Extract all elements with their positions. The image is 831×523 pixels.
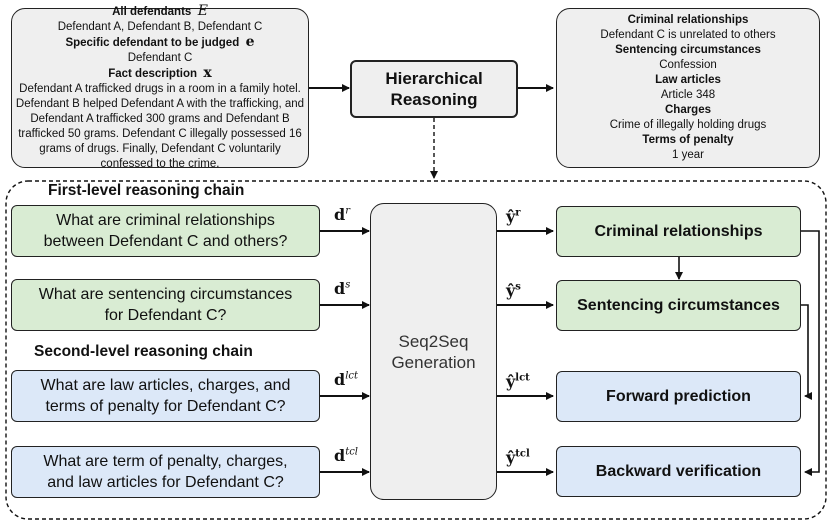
question-box-forward: What are law articles, charges, and term… [11, 370, 320, 422]
y-label-lct: ŷlct [506, 372, 530, 391]
fact-label: Fact description [108, 68, 198, 80]
fact-line: trafficked 50 grams. Defendant C illegal… [18, 128, 302, 140]
hierarchical-reasoning-box: Hierarchical Reasoning [350, 60, 518, 118]
result-backward-verification: Backward verification [556, 446, 801, 497]
question-line: terms of penalty for Defendant C? [45, 398, 286, 415]
input-box: All defendants E Defendant A, Defendant … [11, 4, 309, 170]
out-term-value: 1 year [672, 149, 704, 161]
y-label-s: ŷs [506, 281, 521, 300]
question-box-sentencing: What are sentencing circumstances for De… [11, 279, 320, 331]
y-label-r: ŷr [506, 207, 521, 226]
out-term-label: Terms of penalty [642, 134, 734, 146]
question-line: for Defendant C? [104, 307, 227, 324]
out-rel-label: Criminal relationships [627, 14, 749, 26]
specific-defendant-symbol: e [245, 34, 255, 50]
question-line: between Defendant C and others? [43, 233, 288, 250]
all-defendants-heading: All defendants E [112, 4, 208, 20]
arrow-sent-to-forward [801, 304, 812, 400]
out-law-label: Law articles [655, 74, 721, 86]
question-line: and law articles for Defendant C? [47, 474, 284, 491]
question-box-relationships: What are criminal relationships between … [11, 205, 320, 257]
d-label-s: ds [334, 279, 351, 298]
out-sent-label: Sentencing circumstances [615, 44, 761, 56]
question-line: What are sentencing circumstances [38, 286, 293, 303]
seq2seq-line2: Generation [391, 352, 476, 372]
d-label-tcl: dtcl [334, 446, 359, 465]
seq2seq-generation-box: Seq2Seq Generation [370, 203, 497, 500]
seq2seq-line1: Seq2Seq [398, 331, 469, 351]
result-sentencing-circumstances: Sentencing circumstances [556, 280, 801, 331]
result-criminal-relationships: Criminal relationships [556, 206, 801, 257]
result-label: Criminal relationships [594, 222, 763, 240]
hierarchical-line2: Reasoning [390, 90, 478, 109]
fact-symbol: x [203, 65, 212, 81]
specific-defendant-heading: Specific defendant to be judged e [65, 35, 254, 51]
out-charges-label: Charges [664, 104, 712, 116]
fact-line: grams of drugs. Finally, Defendant C vol… [39, 143, 281, 155]
fact-line: confessed to the crime. [100, 158, 220, 170]
out-rel-value: Defendant C is unrelated to others [600, 29, 776, 41]
all-defendants-label: All defendants [112, 6, 192, 18]
question-line: What are term of penalty, charges, [43, 453, 288, 470]
out-sent-value: Confession [659, 59, 717, 71]
fact-line: Defendant A trafficked drugs in a room i… [19, 83, 301, 95]
result-label: Backward verification [595, 462, 762, 480]
first-chain-title: First-level reasoning chain [48, 182, 245, 199]
d-label-lct: dlct [334, 370, 359, 389]
out-charges-value: Crime of illegally holding drugs [609, 119, 767, 131]
all-defendants-value: Defendant A, Defendant B, Defendant C [57, 21, 263, 33]
d-label-r: dr [334, 205, 350, 224]
second-chain-title: Second-level reasoning chain [34, 343, 253, 360]
question-line: What are criminal relationships [56, 212, 275, 229]
output-summary-box: Criminal relationships Defendant C is un… [556, 8, 820, 168]
y-label-tcl: ŷtcl [506, 448, 530, 467]
fact-line: Defendant B helped Defendant A with the … [15, 98, 305, 110]
specific-defendant-label: Specific defendant to be judged [65, 37, 240, 49]
fact-line: Defendant A trafficked 300 grams and Def… [30, 113, 290, 125]
question-box-backward: What are term of penalty, charges, and l… [11, 446, 320, 498]
arrow-rel-to-backward [801, 230, 820, 476]
question-line: What are law articles, charges, and [40, 377, 291, 394]
out-law-value: Article 348 [660, 89, 716, 101]
result-label: Sentencing circumstances [577, 296, 780, 314]
fact-heading: Fact description x [108, 66, 212, 82]
specific-defendant-value: Defendant C [127, 52, 193, 64]
hierarchical-line1: Hierarchical [385, 69, 483, 88]
result-label: Forward prediction [606, 387, 751, 405]
result-forward-prediction: Forward prediction [556, 371, 801, 422]
reasoning-container-border [5, 180, 827, 520]
all-defendants-symbol: E [197, 3, 208, 19]
